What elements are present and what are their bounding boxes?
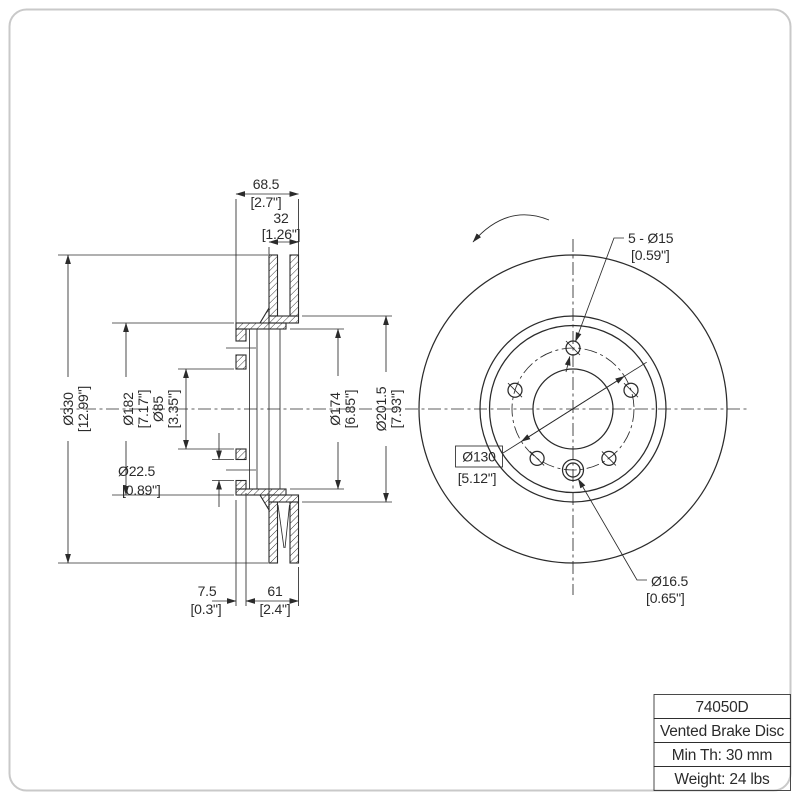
dim-friction-inner: Ø174[6.85"] <box>290 328 358 490</box>
center-bore <box>532 368 614 450</box>
hat-edge <box>488 324 658 494</box>
dim-bore-diameter-label: Ø85[3.35"] <box>150 390 181 429</box>
page-border <box>8 8 792 792</box>
section-view <box>60 254 748 564</box>
dim-plate-thickness: 32 [1.26"] <box>262 210 301 255</box>
callout-bolt-holes-in: [0.59"] <box>631 247 670 263</box>
dim-bore-diameter: Ø85[3.35"] <box>150 368 234 450</box>
min-thickness: Min Th: 30 mm <box>672 747 772 764</box>
dim-plate-thickness-mm: 32 <box>273 210 289 226</box>
pin-hole <box>561 458 585 482</box>
dim-outer-diameter-label: Ø330[12.99"] <box>60 386 91 432</box>
part-weight: Weight: 24 lbs <box>674 771 770 788</box>
section-dimensions: 68.5 [2.7"] 32 [1.26"] Ø330[12.99"] Ø182… <box>58 176 404 617</box>
dim-hat-diameter-label: Ø182[7.17"] <box>120 390 151 429</box>
dim-hat-depth-in: [2.4"] <box>259 601 290 617</box>
callout-bolt-holes: 5 - Ø15 [0.59"] <box>564 230 674 373</box>
dim-hat-depth-mm: 61 <box>267 583 283 599</box>
dim-mount-offset-and-depth: 7.5 [0.3"] 61 [2.4"] <box>190 493 299 617</box>
part-description: Vented Brake Disc <box>660 723 785 740</box>
dim-total-width-in: [2.7"] <box>250 194 281 210</box>
title-block: 74050D Vented Brake Disc Min Th: 30 mm W… <box>653 694 791 791</box>
disc-outer-edge <box>418 254 728 564</box>
dim-friction-inner-label: Ø174[6.85"] <box>327 390 358 429</box>
dim-mount-offset-in: [0.3"] <box>190 601 221 617</box>
bolt-holes <box>507 340 639 467</box>
callout-bolt-circle-mm: Ø130 <box>462 449 496 465</box>
part-number: 74050D <box>695 699 748 716</box>
callout-pin-hole-in: [0.65"] <box>646 590 685 606</box>
rotation-direction-arrow <box>472 214 550 243</box>
dim-pin-bore: Ø22.5 [0.89"] <box>118 433 234 507</box>
dim-plate-thickness-in: [1.26"] <box>262 226 301 242</box>
dim-vent-inner-label: Ø201.5[7.93"] <box>373 386 404 431</box>
callout-bolt-circle-in: [5.12"] <box>458 470 497 486</box>
callout-pin-hole-mm: Ø16.5 <box>651 573 689 589</box>
callout-pin-hole: Ø16.5 [0.65"] <box>577 478 689 606</box>
callout-bolt-circle: Ø130 [5.12"] <box>455 361 647 486</box>
dim-outer-diameter: Ø330[12.99"] <box>58 254 268 564</box>
dim-pin-bore-in: [0.89"] <box>122 482 161 498</box>
callout-bolt-holes-mm: 5 - Ø15 <box>628 230 674 246</box>
dim-total-width-mm: 68.5 <box>253 176 280 192</box>
section-solids <box>235 254 300 564</box>
dim-vent-inner: Ø201.5[7.93"] <box>302 315 404 503</box>
dim-hat-diameter: Ø182[7.17"] <box>112 322 234 496</box>
front-view: 5 - Ø15 [0.59"] Ø130 [5.12"] Ø16.5 [0.65… <box>418 214 728 606</box>
hat-cavity-edges <box>249 316 281 502</box>
dim-mount-offset-mm: 7.5 <box>198 583 217 599</box>
dim-pin-bore-mm: Ø22.5 <box>118 463 156 479</box>
dim-total-width: 68.5 [2.7"] <box>235 176 299 328</box>
friction-surface-inner-edge <box>479 315 667 503</box>
